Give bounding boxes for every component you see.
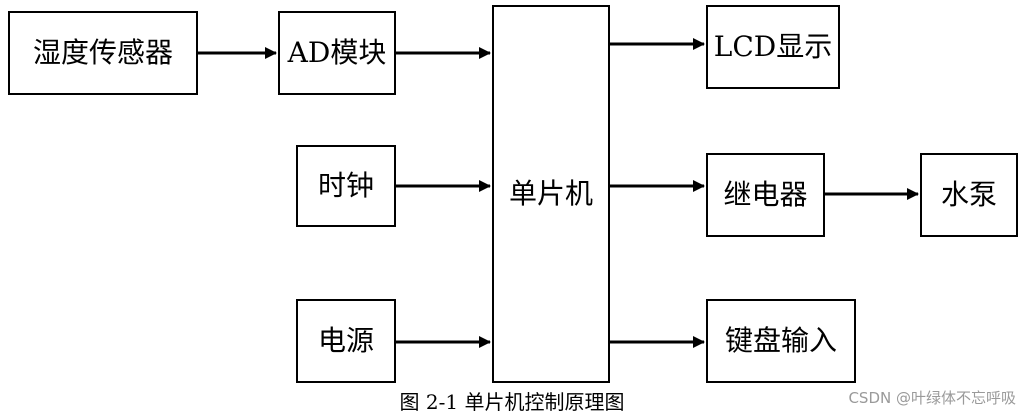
node-label: 电源 <box>317 324 374 357</box>
node-label: 湿度传感器 <box>32 36 173 69</box>
node-label: AD模块 <box>287 36 387 69</box>
node-label: 键盘输入 <box>724 324 837 357</box>
node-label: 单片机 <box>508 177 593 210</box>
figure-caption: 图 2-1 单片机控制原理图 <box>399 390 625 414</box>
node-label: LCD显示 <box>713 30 833 63</box>
node-water-pump: 水泵 <box>920 153 1018 237</box>
node-lcd-display: LCD显示 <box>706 5 840 89</box>
node-humidity-sensor: 湿度传感器 <box>8 11 198 95</box>
node-keyboard-input: 键盘输入 <box>706 299 856 383</box>
node-label: 时钟 <box>317 169 374 202</box>
node-label: 水泵 <box>940 178 997 211</box>
node-clock: 时钟 <box>296 145 396 227</box>
node-ad-module: AD模块 <box>278 11 396 95</box>
node-mcu: 单片机 <box>492 5 610 383</box>
node-power: 电源 <box>296 299 396 383</box>
node-label: 继电器 <box>723 178 808 211</box>
watermark: CSDN @叶绿体不忘呼吸 <box>848 389 1016 407</box>
node-relay: 继电器 <box>706 153 825 237</box>
